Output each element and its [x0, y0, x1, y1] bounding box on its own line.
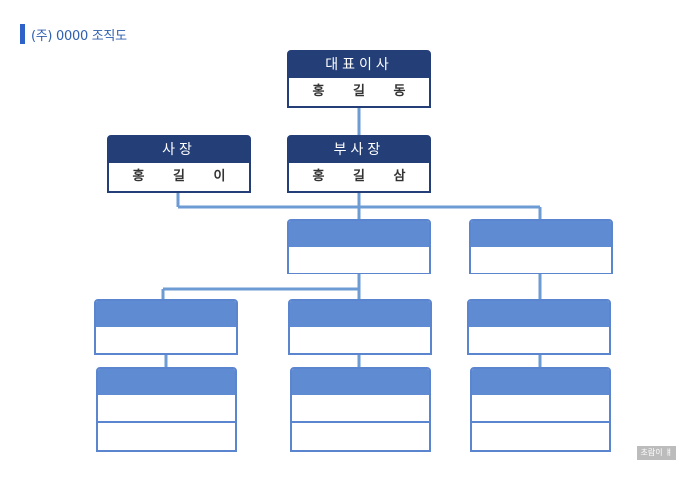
unit-box-center — [290, 367, 431, 452]
dept-box-header — [471, 221, 611, 247]
ceo-name: 홍 길 동 — [289, 78, 429, 106]
unit-box-row-1 — [292, 395, 429, 421]
unit-box-header — [472, 369, 609, 395]
dept-box-center — [287, 219, 431, 274]
president-name: 홍 길 이 — [109, 163, 249, 191]
dept-box-body — [471, 247, 611, 273]
unit-box-row-2 — [472, 421, 609, 449]
team-box-center — [288, 299, 432, 355]
vice-president-role: 부사장 — [333, 142, 385, 158]
unit-box-row-2 — [292, 421, 429, 449]
team-box-left — [94, 299, 238, 355]
page-title: (주) 0000 조직도 — [31, 29, 127, 44]
brand-watermark: 초람이 ㅒ — [637, 446, 676, 460]
vice-president-box: 부사장 홍 길 삼 — [287, 135, 431, 193]
unit-box-header — [98, 369, 235, 395]
unit-box-right — [470, 367, 611, 452]
team-box-body — [290, 327, 430, 353]
dept-box-body — [289, 247, 429, 273]
team-box-body — [469, 327, 609, 353]
team-box-header — [469, 301, 609, 327]
team-box-header — [96, 301, 236, 327]
unit-box-row-1 — [98, 395, 235, 421]
president-role: 사장 — [162, 142, 196, 158]
team-box-body — [96, 327, 236, 353]
title-accent-bar — [20, 24, 25, 44]
team-box-header — [290, 301, 430, 327]
dept-box-right — [469, 219, 613, 274]
unit-box-left — [96, 367, 237, 452]
unit-box-header — [292, 369, 429, 395]
ceo-role: 대표이사 — [325, 57, 393, 73]
dept-box-header — [289, 221, 429, 247]
ceo-box: 대표이사 홍 길 동 — [287, 50, 431, 108]
unit-box-row-1 — [472, 395, 609, 421]
president-box: 사장 홍 길 이 — [107, 135, 251, 193]
unit-box-row-2 — [98, 421, 235, 449]
vice-president-name: 홍 길 삼 — [289, 163, 429, 191]
team-box-right — [467, 299, 611, 355]
